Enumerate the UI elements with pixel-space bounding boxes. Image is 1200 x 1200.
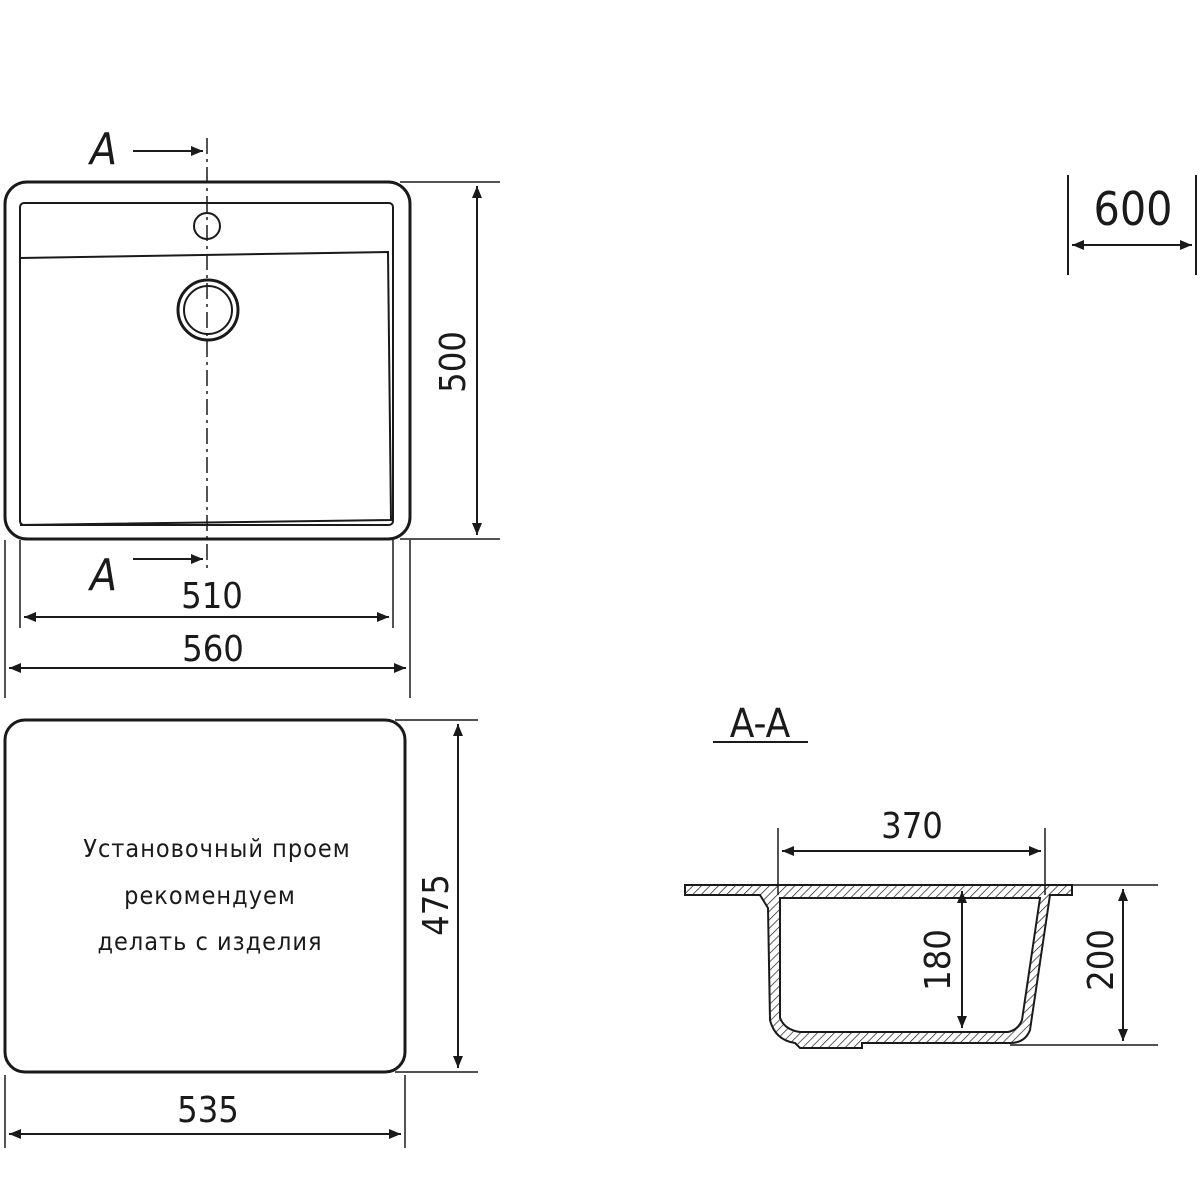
dimension-370-label: 370	[881, 806, 943, 847]
dimension-cutout-height-label: 475	[416, 874, 457, 936]
dimension-height-label: 500	[433, 331, 474, 393]
cutout-view: Установочный проем рекомендуем делать с …	[3, 718, 478, 1148]
drain-icon	[176, 278, 240, 342]
dimension-height-475: 475	[395, 719, 478, 1073]
section-marker-bottom: A	[87, 550, 203, 601]
dimension-width-560: 560	[4, 540, 411, 698]
cutout-note-line-2: рекомендуем	[124, 881, 296, 910]
cutout-note-line-1: Установочный проем	[83, 834, 351, 863]
dimension-cutout-width-label: 535	[177, 1090, 239, 1131]
section-marker-top-label: A	[87, 124, 117, 175]
section-marker-top: A	[87, 124, 203, 175]
dimension-outer-width-label: 560	[182, 629, 244, 670]
dimension-600-label: 600	[1094, 182, 1173, 236]
dimension-200-label: 200	[1081, 929, 1122, 991]
dimension-600: 600	[1067, 175, 1197, 275]
dimension-height-500: 500	[400, 181, 500, 540]
dimension-180-label: 180	[918, 929, 959, 991]
dimension-inner-width-label: 510	[181, 576, 243, 617]
dimension-width-510: 510	[19, 540, 394, 628]
sink-profile	[684, 884, 1073, 1049]
dimension-200: 200	[1010, 884, 1158, 1046]
bowl-outline	[19, 250, 393, 526]
section-view: A-A 370 180 200	[684, 701, 1158, 1049]
dimension-180: 180	[918, 891, 967, 1028]
cutout-outline	[3, 718, 407, 1074]
cutout-note-line-3: делать с изделия	[97, 927, 322, 956]
section-title: A-A	[730, 701, 791, 747]
section-marker-bottom-label: A	[87, 550, 117, 601]
dimension-width-535: 535	[4, 1075, 406, 1148]
dimension-370: 370	[777, 806, 1046, 895]
top-view: A A 500 510 560	[3, 124, 500, 698]
